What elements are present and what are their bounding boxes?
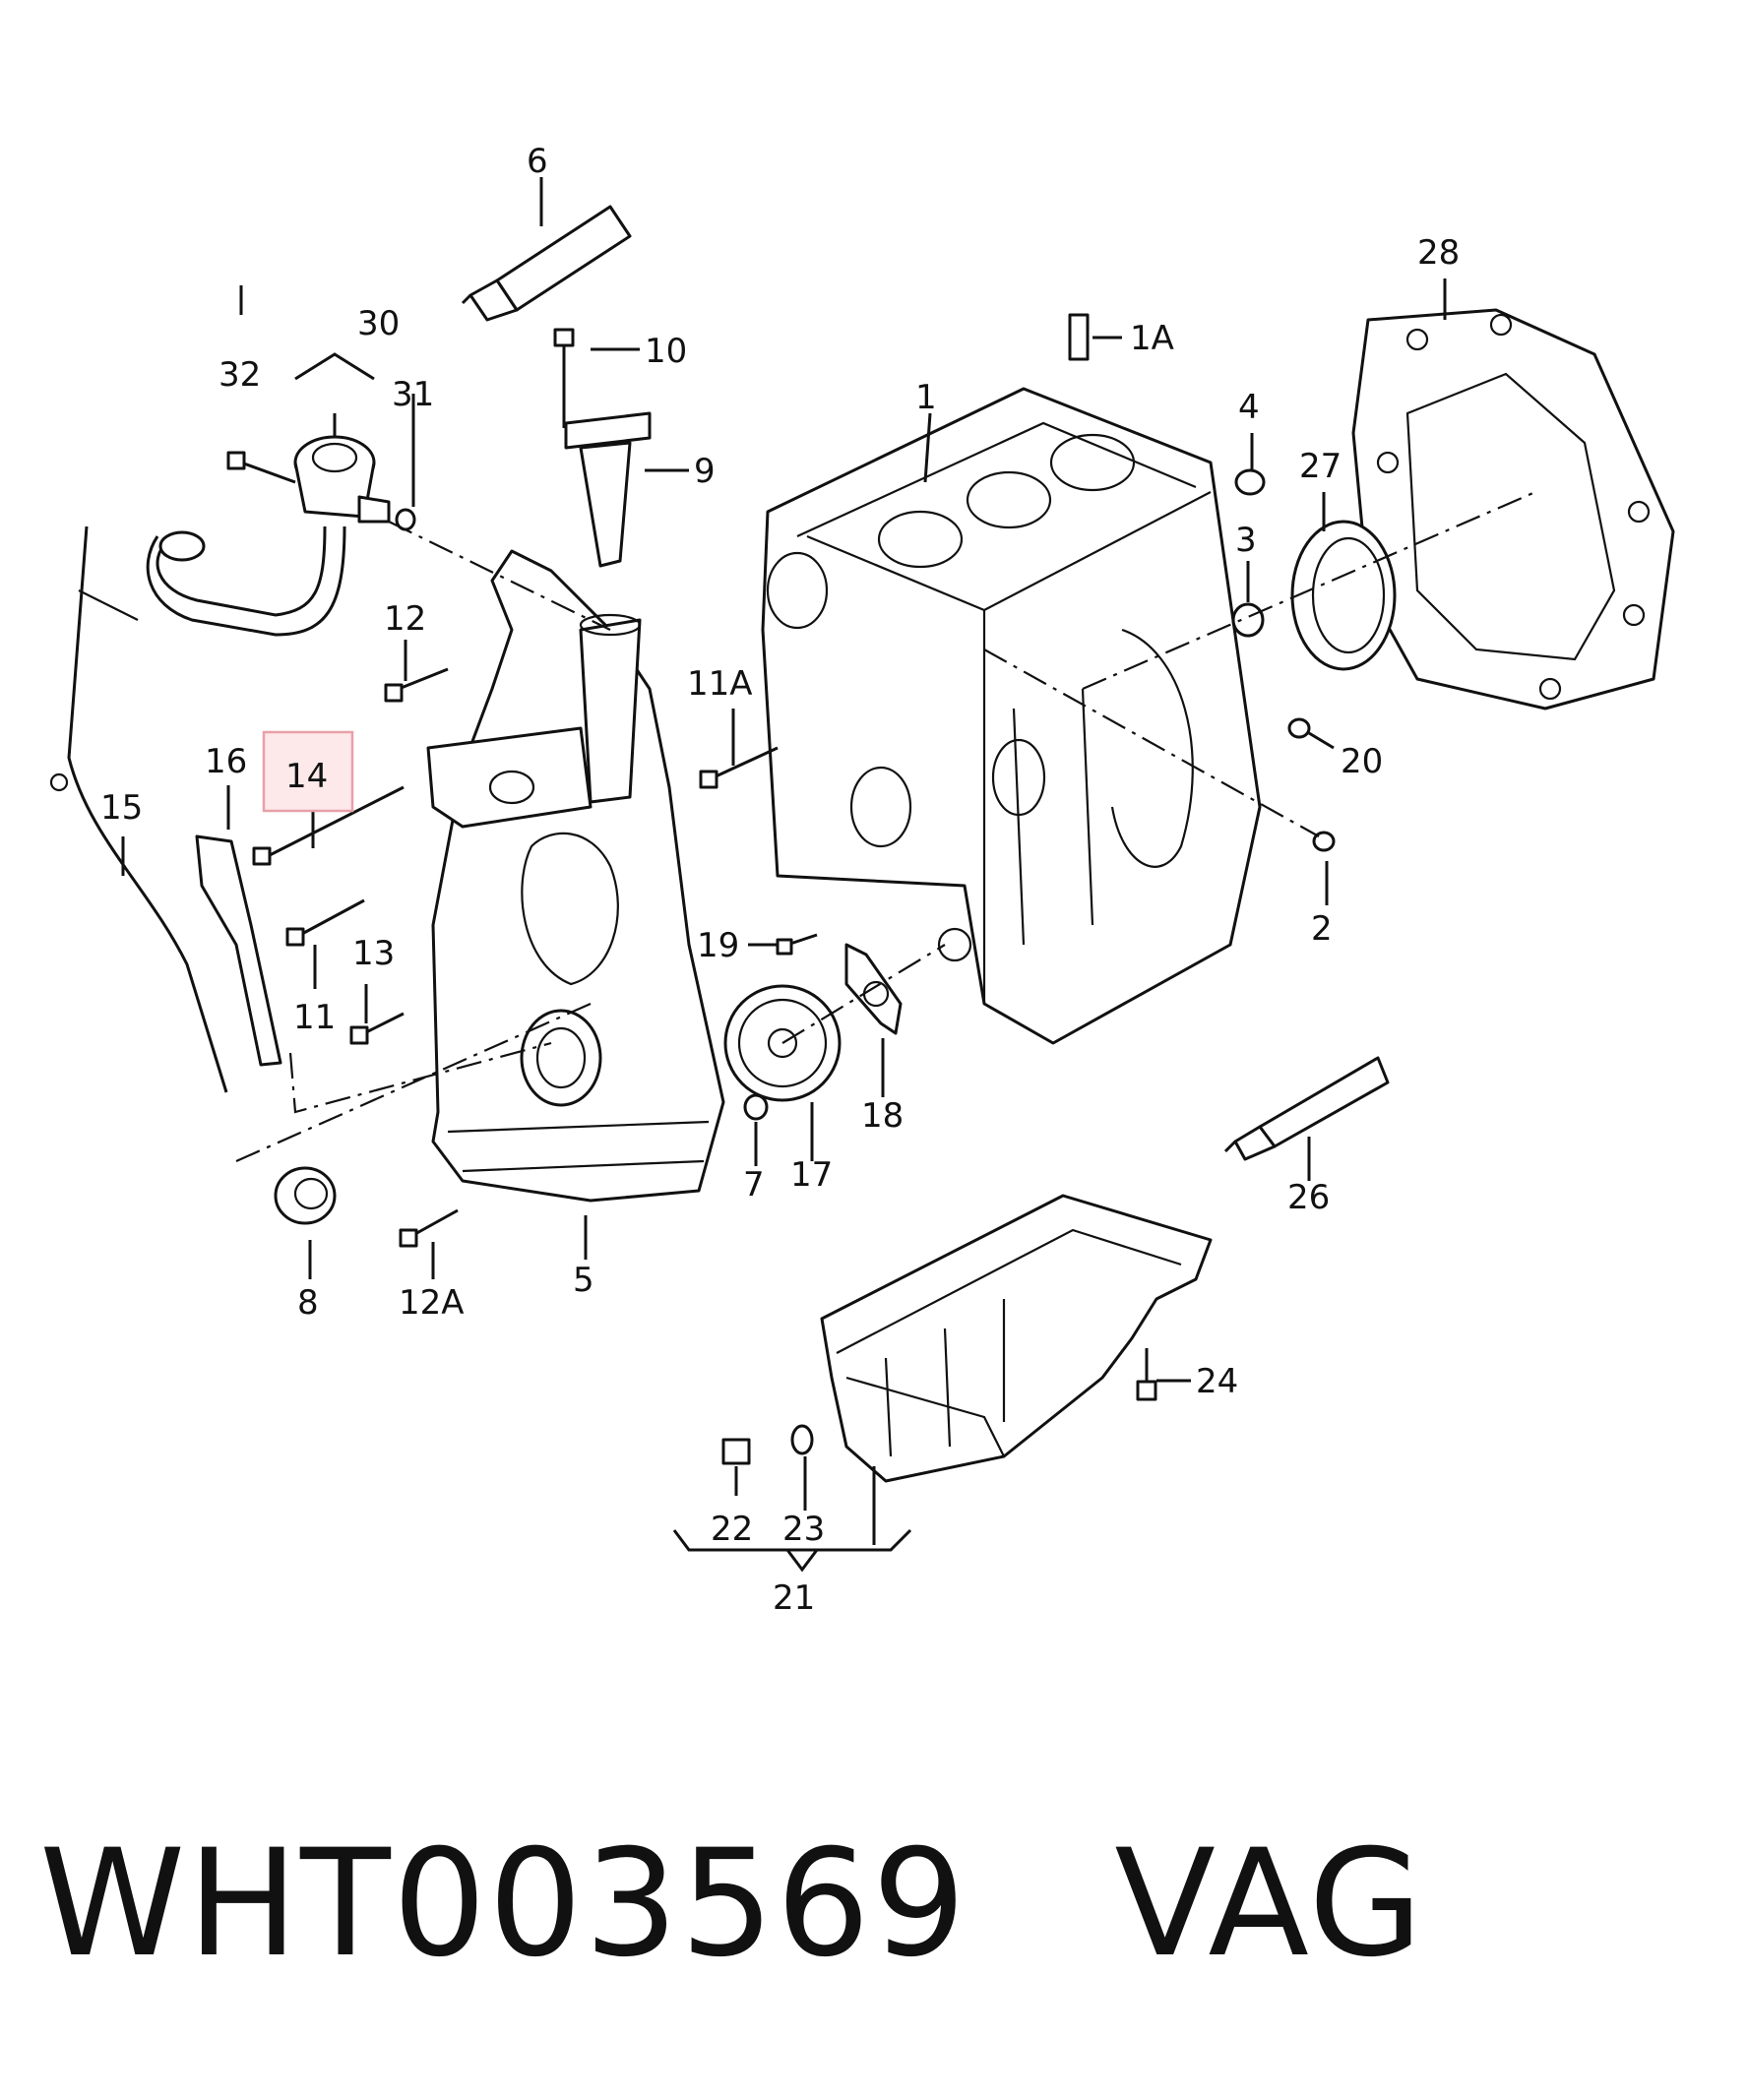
plug-4 xyxy=(1234,468,1266,496)
leader-lines xyxy=(121,177,1447,1573)
callout-23: 23 xyxy=(782,1510,825,1549)
callout-14: 14 xyxy=(285,757,328,796)
front-crank-seal xyxy=(274,1166,337,1225)
highlight-box xyxy=(262,730,354,813)
callout-24: 24 xyxy=(1196,1362,1238,1401)
dowel-1A xyxy=(1068,313,1090,361)
callout-15: 15 xyxy=(100,788,143,828)
callout-labels: 6 28 1A 1 4 27 3 20 2 10 9 30 32 31 12 1… xyxy=(100,142,1460,1618)
callout-22: 22 xyxy=(711,1510,753,1549)
breather-hose xyxy=(146,525,346,637)
drain-plug-22 xyxy=(721,1438,751,1465)
bolt-24 xyxy=(1136,1348,1157,1401)
callout-10: 10 xyxy=(645,332,687,371)
plug-20 xyxy=(1287,717,1311,739)
callout-12: 12 xyxy=(384,599,426,639)
callout-11A: 11A xyxy=(687,664,753,704)
callout-1A: 1A xyxy=(1130,319,1174,358)
callout-31: 31 xyxy=(392,375,434,414)
plug-7 xyxy=(743,1093,769,1121)
breather-valve xyxy=(293,435,391,524)
bolt-32 xyxy=(226,451,296,484)
callout-6: 6 xyxy=(527,142,548,181)
engine-block xyxy=(761,387,1262,1045)
bolt-10 xyxy=(553,328,575,428)
oil-pan xyxy=(820,1194,1213,1483)
alignment-lines xyxy=(235,490,1536,1163)
bolt-14 xyxy=(252,785,405,866)
callout-13: 13 xyxy=(352,934,395,973)
callout-7: 7 xyxy=(743,1165,765,1204)
callout-2: 2 xyxy=(1311,909,1333,949)
bolt-12A xyxy=(399,1208,459,1248)
bolt-12 xyxy=(384,667,449,703)
washer-23 xyxy=(790,1424,814,1455)
part-number-caption: WHT003569 VAG xyxy=(39,1819,1425,1990)
callout-19: 19 xyxy=(697,926,739,965)
callout-28: 28 xyxy=(1417,233,1460,273)
sealant-tube-top xyxy=(461,205,632,322)
timing-cover xyxy=(431,549,725,1203)
callout-11: 11 xyxy=(293,998,336,1037)
oil-dipstick xyxy=(49,525,228,1093)
sealant-tube-bottom xyxy=(1223,1056,1390,1161)
bolt-13 xyxy=(349,1012,405,1045)
callout-5: 5 xyxy=(573,1261,594,1300)
callout-26: 26 xyxy=(1287,1178,1330,1217)
callout-1: 1 xyxy=(915,378,937,417)
callout-3: 3 xyxy=(1235,521,1257,560)
plug-2 xyxy=(1312,831,1336,852)
mounting-bracket xyxy=(426,726,593,829)
callout-8: 8 xyxy=(297,1283,319,1323)
plug-3 xyxy=(1231,602,1265,638)
callout-4: 4 xyxy=(1238,388,1260,427)
callout-12A: 12A xyxy=(399,1283,465,1323)
bolt-11 xyxy=(285,898,365,947)
callout-17: 17 xyxy=(790,1155,833,1195)
rear-crank-seal xyxy=(1290,520,1397,671)
callout-16: 16 xyxy=(205,742,247,781)
filler-pipe xyxy=(579,613,642,804)
callout-27: 27 xyxy=(1299,447,1342,486)
callout-32: 32 xyxy=(218,355,261,395)
callout-30: 30 xyxy=(357,304,400,343)
callout-20: 20 xyxy=(1341,742,1383,781)
rear-gasket xyxy=(1351,308,1675,710)
bolt-19 xyxy=(776,933,818,956)
bolt-11A xyxy=(699,746,779,789)
dipstick-guide-tube xyxy=(195,834,282,1067)
oil-filler-neck xyxy=(564,411,652,568)
callout-9: 9 xyxy=(694,452,716,491)
callout-18: 18 xyxy=(861,1096,904,1136)
callout-21: 21 xyxy=(773,1578,815,1618)
